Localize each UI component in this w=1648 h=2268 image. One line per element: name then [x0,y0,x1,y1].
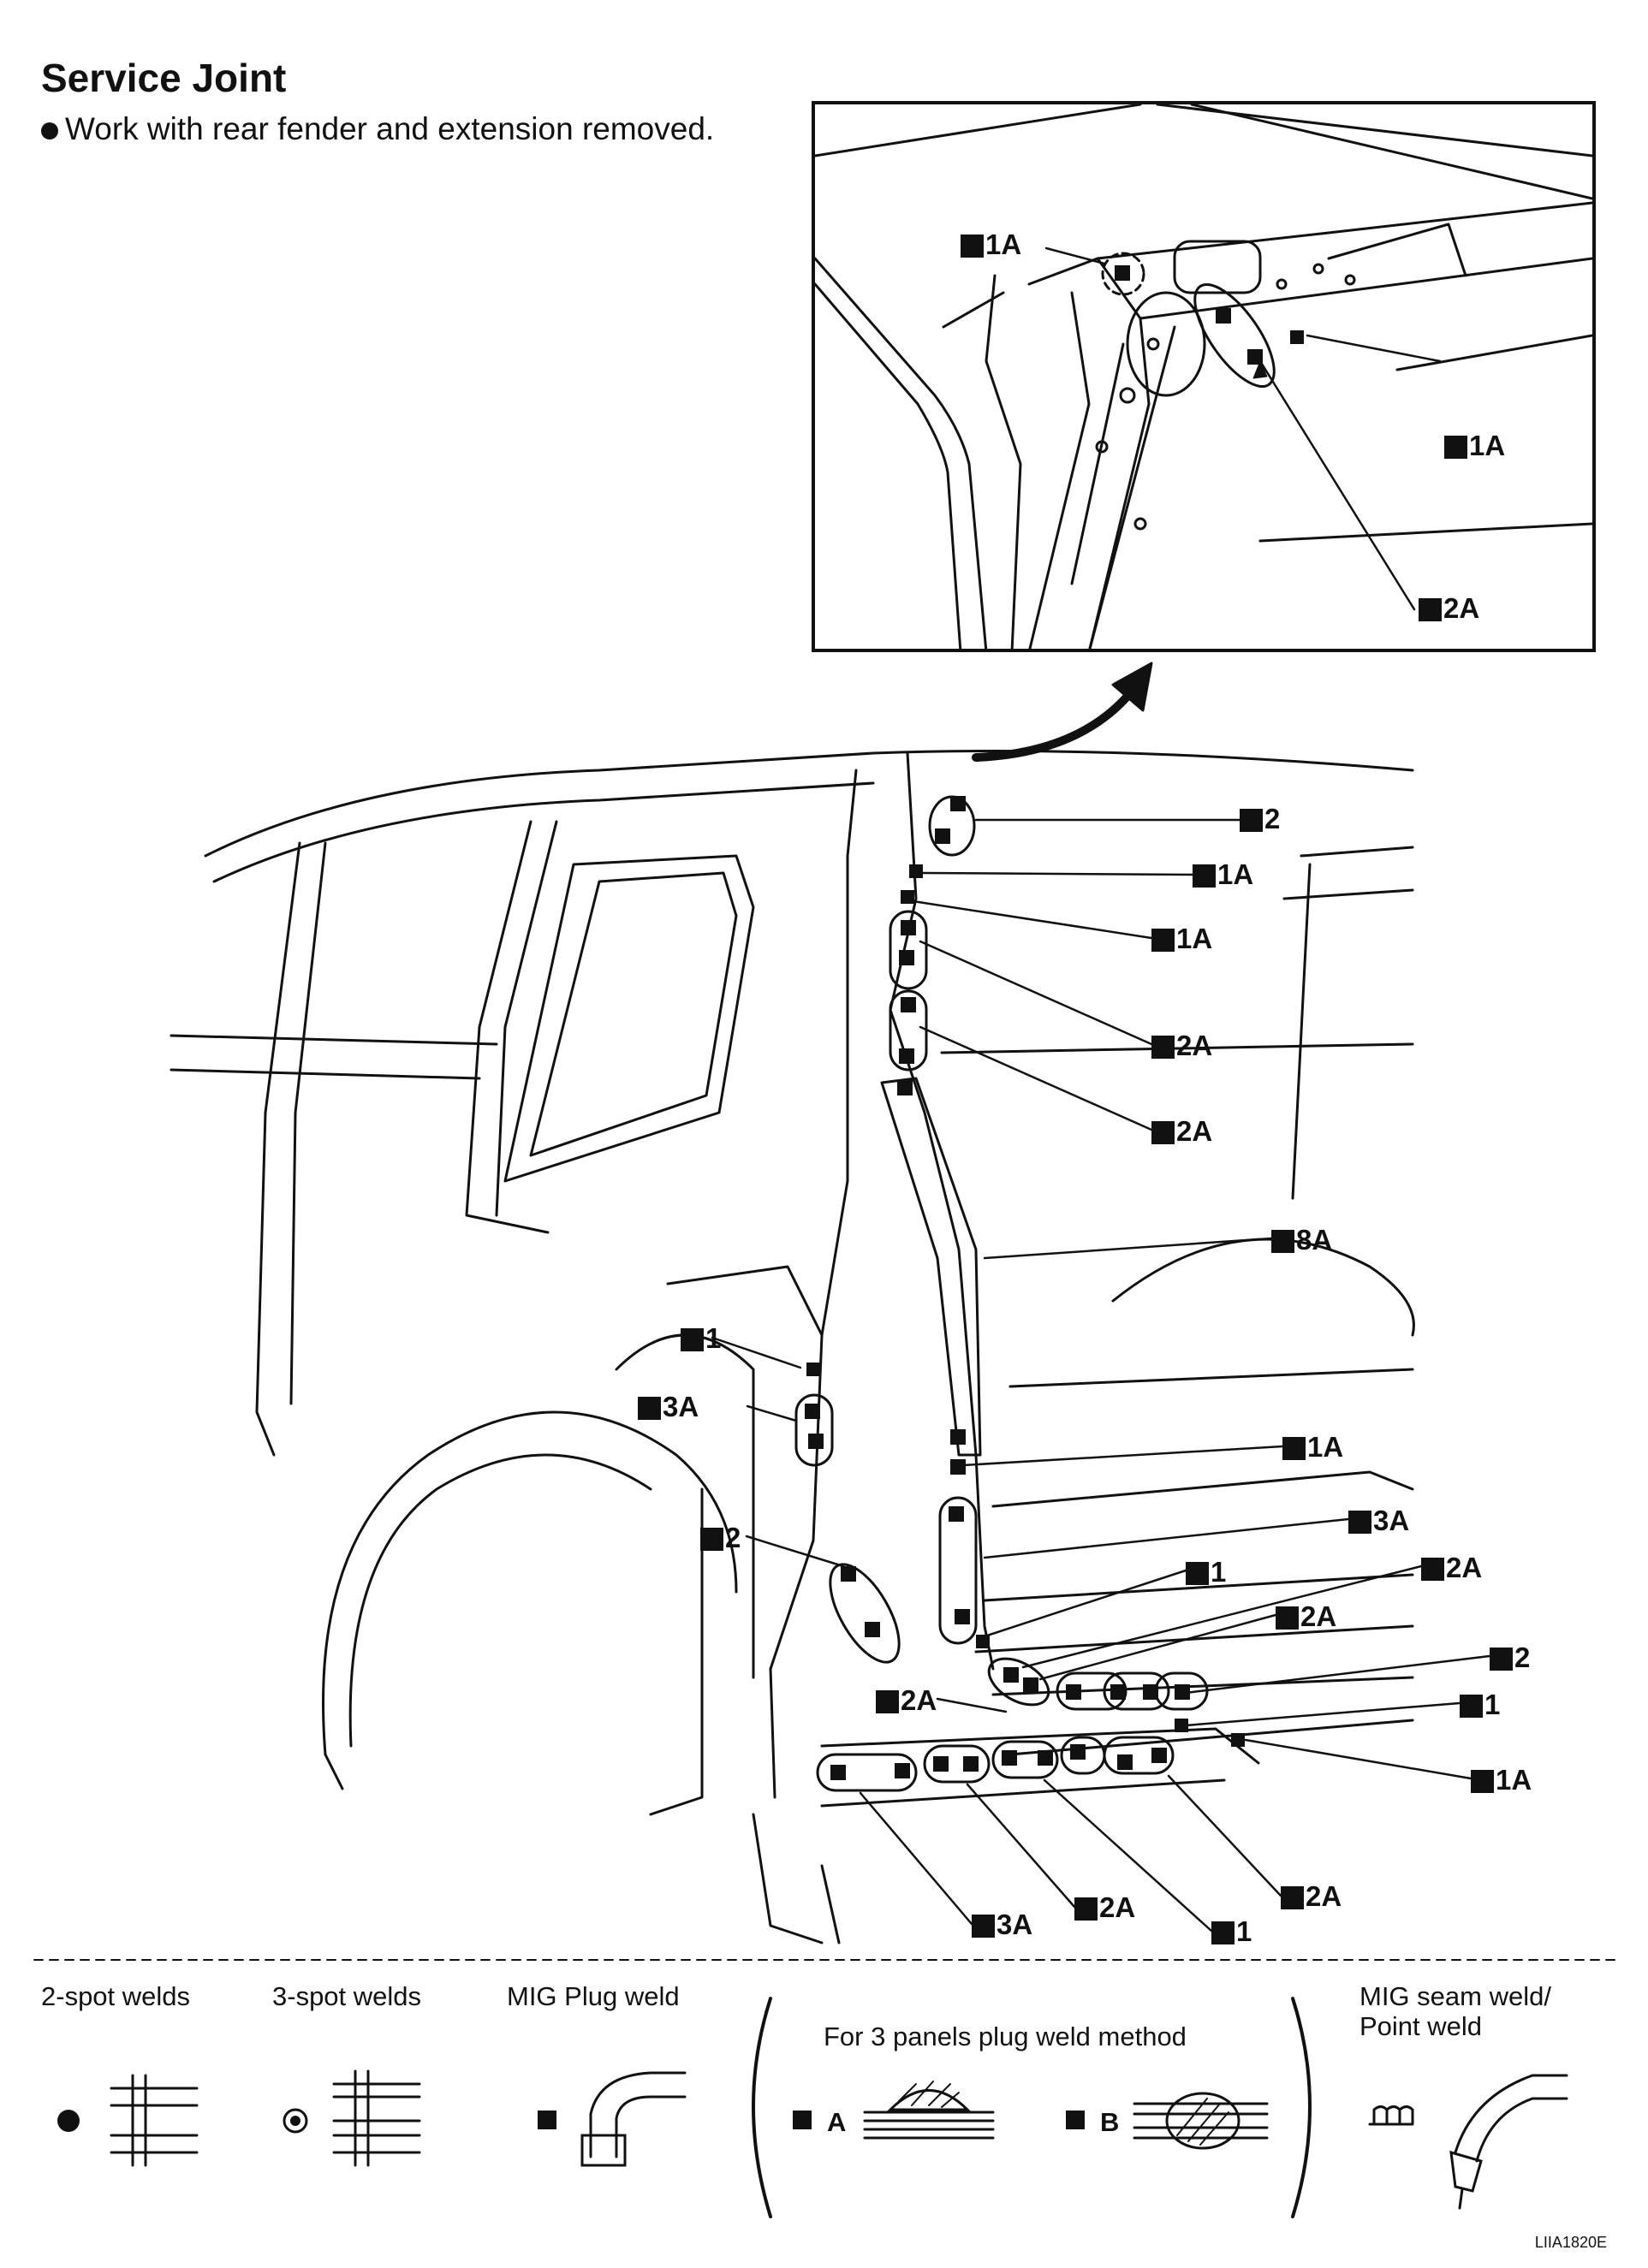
callout-label: 2A [1151,1115,1212,1148]
weld-symbol-icon [700,1528,723,1551]
callout-label: 3A [1348,1505,1409,1537]
inset-label-2A: 2A [1419,592,1479,625]
weld-symbol-icon [1471,1770,1494,1793]
legend-method-b: B [1100,2107,1120,2137]
weld-symbol-icon [1490,1648,1513,1671]
callout-label: 3A [638,1391,699,1423]
weld-symbol-icon [1282,1437,1306,1460]
inset-label-1A-right: 1A [1444,430,1505,462]
callout-label: 1 [1460,1689,1500,1721]
weld-symbol-icon [1186,1562,1209,1585]
weld-symbol-icon [1151,1036,1175,1059]
inset-drawing [815,104,1592,649]
callout-label: 2A [1421,1552,1482,1584]
callout-label: 1 [1211,1915,1252,1948]
legend-two-spot: 2-spot welds [41,1981,191,2011]
weld-symbol-icon [1151,929,1175,952]
legend-method-a: A [827,2107,847,2137]
legend-point-weld: Point weld [1359,2011,1483,2041]
bullet-icon [41,122,58,140]
weld-symbol-icon [876,1690,899,1713]
instruction-note: Work with rear fender and extension remo… [41,111,714,147]
callout-label: 2A [1074,1891,1135,1924]
inset-detail: 1A 1A 2A [812,101,1596,652]
callout-label: 2A [876,1684,937,1717]
weld-symbol-icon [638,1397,661,1420]
callout-label: 3A [972,1909,1032,1941]
callout-label: 1A [1193,858,1253,891]
weld-symbol-icon [1419,598,1442,621]
weld-symbol-icon [1151,1121,1175,1144]
weld-symbol-icon [1276,1606,1299,1630]
weld-symbol-icon [1240,809,1263,832]
legend-three-spot: 3-spot welds [272,1981,422,2011]
callout-label: 2 [700,1522,741,1554]
callout-label: 2A [1281,1880,1342,1913]
weld-symbol-icon [961,235,984,258]
legend-mig-seam: MIG seam weld/ [1359,1981,1551,2011]
inset-label-1A-top: 1A [961,229,1021,261]
weld-symbol-icon [1211,1921,1235,1944]
figure-id: LIIA1820E [1534,2234,1607,2251]
callout-label: 1A [1282,1431,1343,1464]
weld-symbol-icon [972,1915,995,1938]
weld-symbol-icon [1348,1511,1371,1534]
callout-label: 2A [1151,1030,1212,1062]
callout-label: 2A [1276,1600,1336,1633]
page-title: Service Joint [41,56,287,100]
weld-symbol-icon [1193,864,1216,888]
callout-label: 1 [1186,1556,1226,1588]
callout-label: 8A [1271,1224,1332,1256]
legend-three-panels: For 3 panels plug weld method [824,2022,1187,2051]
weld-symbol-icon [681,1328,704,1351]
weld-symbol-icon [1460,1695,1483,1718]
callout-label: 1A [1471,1764,1532,1796]
note-text: Work with rear fender and extension remo… [65,111,715,146]
callout-label: 2 [1240,803,1280,835]
weld-symbol-icon [1421,1558,1444,1581]
callout-label: 2 [1490,1642,1530,1674]
legend-mig-plug: MIG Plug weld [507,1981,680,2011]
weld-symbol-icon [1444,436,1467,459]
callout-label: 1A [1151,923,1212,955]
weld-symbol-icon [1074,1897,1098,1921]
weld-symbol-icon [1271,1230,1294,1253]
callout-label: 1 [681,1322,721,1355]
weld-symbol-icon [1281,1886,1304,1909]
